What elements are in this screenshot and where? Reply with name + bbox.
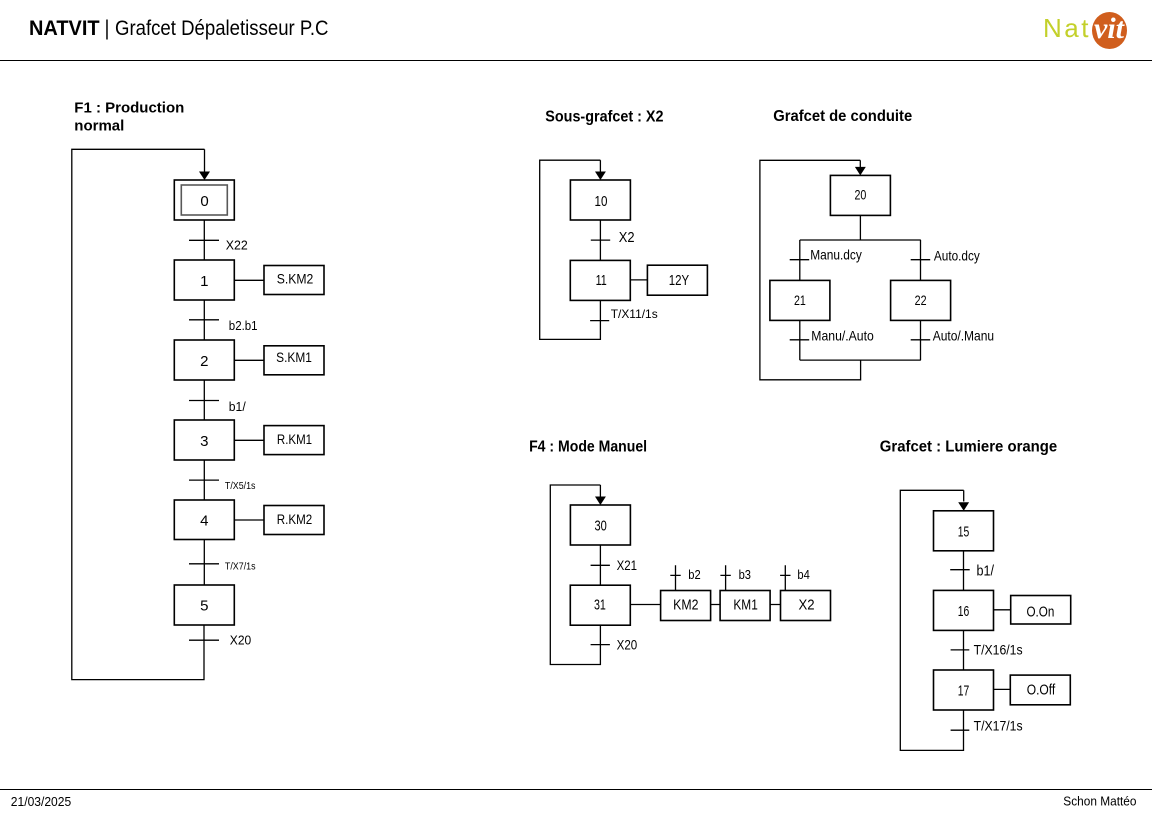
svg-text:31: 31 [594, 596, 606, 613]
svg-text:2: 2 [200, 353, 208, 370]
svg-text:X2: X2 [619, 229, 635, 246]
svg-text:Manu/.Auto: Manu/.Auto [811, 327, 874, 343]
svg-text:Auto/.Manu: Auto/.Manu [933, 327, 994, 343]
svg-text:Manu.dcy: Manu.dcy [810, 246, 862, 262]
svg-text:30: 30 [594, 517, 606, 534]
svg-text:KM1: KM1 [733, 597, 757, 614]
svg-text:R.KM2: R.KM2 [277, 511, 313, 527]
svg-text:F1 : Production: F1 : Production [74, 99, 184, 116]
svg-text:O.On: O.On [1026, 603, 1054, 620]
svg-text:0: 0 [200, 193, 208, 210]
svg-text:F4 : Mode Manuel: F4 : Mode Manuel [529, 438, 647, 455]
svg-text:X22: X22 [226, 237, 248, 252]
svg-text:S.KM2: S.KM2 [277, 271, 314, 287]
svg-text:b1/: b1/ [229, 399, 246, 414]
svg-text:T/X5/1s: T/X5/1s [225, 480, 256, 492]
svg-text:T/X16/1s: T/X16/1s [974, 641, 1023, 657]
svg-text:4: 4 [200, 512, 208, 529]
svg-text:b4: b4 [797, 567, 809, 582]
svg-text:3: 3 [200, 433, 208, 450]
svg-text:Schon Mattéo: Schon Mattéo [1063, 795, 1136, 809]
svg-text:b2: b2 [688, 567, 700, 582]
svg-text:R.KM1: R.KM1 [277, 431, 312, 447]
svg-text:Sous-grafcet : X2: Sous-grafcet : X2 [545, 109, 663, 126]
svg-text:1: 1 [200, 273, 208, 290]
svg-text:T/X7/1s: T/X7/1s [225, 561, 256, 573]
svg-text:KM2: KM2 [673, 597, 698, 614]
svg-text:21: 21 [794, 292, 806, 308]
svg-text:21/03/2025: 21/03/2025 [11, 794, 71, 809]
svg-text:20: 20 [854, 187, 866, 203]
svg-text:Grafcet : Lumiere orange: Grafcet : Lumiere orange [880, 439, 1057, 456]
svg-text:T/X11/1s: T/X11/1s [611, 307, 658, 321]
svg-text:normal: normal [74, 118, 124, 135]
svg-text:b3: b3 [739, 567, 751, 582]
svg-text:b2.b1: b2.b1 [229, 318, 258, 333]
svg-text:Grafcet de conduite: Grafcet de conduite [773, 108, 912, 125]
svg-text:T/X17/1s: T/X17/1s [974, 718, 1023, 734]
svg-text:X2: X2 [798, 597, 814, 614]
svg-text:10: 10 [595, 193, 608, 210]
svg-text:22: 22 [915, 292, 927, 308]
svg-text:S.KM1: S.KM1 [276, 349, 312, 365]
svg-text:X20: X20 [230, 633, 251, 648]
svg-text:O.Off: O.Off [1027, 682, 1056, 699]
svg-text:17: 17 [958, 683, 970, 700]
svg-text:5: 5 [200, 598, 208, 615]
svg-text:15: 15 [958, 523, 970, 540]
svg-text:11: 11 [596, 272, 607, 289]
svg-text:b1/: b1/ [977, 562, 995, 579]
svg-text:12Y: 12Y [669, 272, 689, 289]
svg-text:X20: X20 [617, 636, 638, 652]
svg-text:Auto.dcy: Auto.dcy [934, 247, 980, 263]
svg-text:X21: X21 [617, 557, 638, 573]
svg-text:16: 16 [958, 603, 970, 620]
